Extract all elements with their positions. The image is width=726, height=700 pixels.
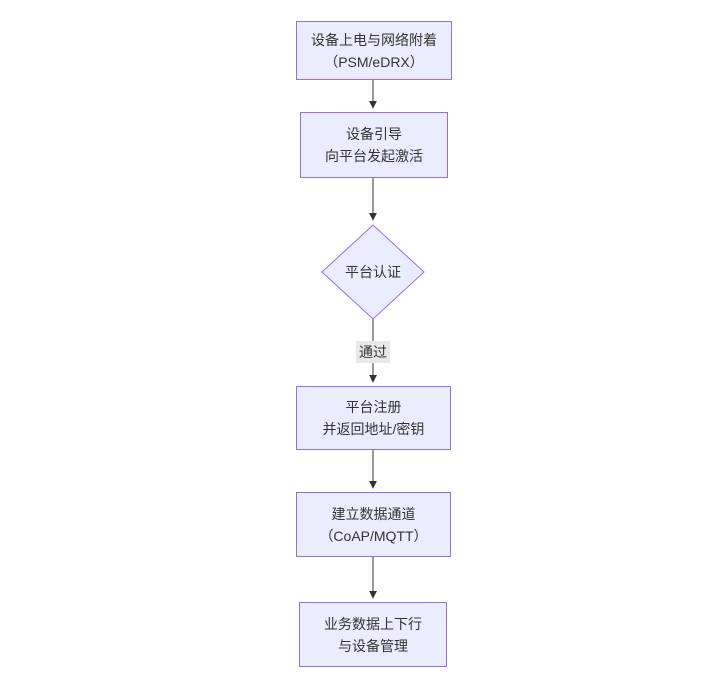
node-data-channel: 建立数据通道 （CoAP/MQTT） bbox=[296, 492, 451, 557]
node-power-attach-line2: （PSM/eDRX） bbox=[324, 53, 424, 70]
node-business-data-line1: 业务数据上下行 bbox=[324, 615, 422, 632]
edge-label-pass: 通过 bbox=[356, 341, 390, 363]
node-power-attach-line1: 设备上电与网络附着 bbox=[311, 31, 437, 48]
node-business-data: 业务数据上下行 与设备管理 bbox=[299, 602, 447, 667]
node-power-attach: 设备上电与网络附着 （PSM/eDRX） bbox=[296, 21, 452, 80]
diamond-platform-auth-shape bbox=[321, 224, 425, 320]
node-data-channel-line1: 建立数据通道 bbox=[331, 505, 416, 522]
node-register-line1: 平台注册 bbox=[345, 399, 402, 415]
node-bootstrap-line2: 向平台发起激活 bbox=[325, 148, 423, 164]
node-register: 平台注册 并返回地址/密钥 bbox=[296, 386, 451, 450]
node-data-channel-line2: （CoAP/MQTT） bbox=[319, 527, 428, 544]
node-platform-auth-label: 平台认证 bbox=[345, 264, 401, 280]
node-bootstrap: 设备引导 向平台发起激活 bbox=[300, 112, 448, 178]
node-business-data-line2: 与设备管理 bbox=[338, 637, 408, 654]
node-bootstrap-line1: 设备引导 bbox=[346, 126, 402, 142]
node-register-line2: 并返回地址/密钥 bbox=[322, 421, 425, 437]
